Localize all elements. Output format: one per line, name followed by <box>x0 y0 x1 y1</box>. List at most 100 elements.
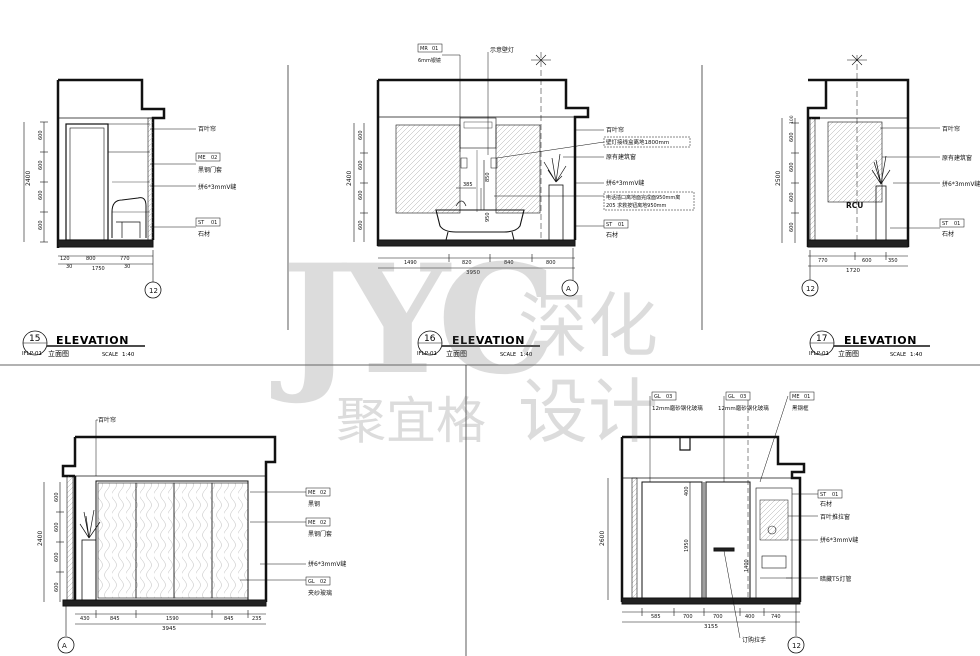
svg-text:850: 850 <box>485 172 491 182</box>
svg-text:820: 820 <box>462 260 472 266</box>
watermark-logo: JYC <box>271 232 549 408</box>
svg-text:585: 585 <box>651 614 661 620</box>
svg-text:ME: ME <box>308 520 315 526</box>
svg-text:235: 235 <box>252 616 262 622</box>
svg-text:1490: 1490 <box>404 260 417 266</box>
svg-text:600: 600 <box>54 492 60 502</box>
svg-text:IFLP-01: IFLP-01 <box>417 351 437 357</box>
svg-text:2600: 2600 <box>599 531 606 546</box>
svg-text:拼6*3mmV缝: 拼6*3mmV缝 <box>820 536 858 544</box>
svg-text:1400: 1400 <box>744 559 750 572</box>
svg-text:SCALE: SCALE <box>102 352 118 358</box>
svg-text:12mm磨砂钢化玻璃: 12mm磨砂钢化玻璃 <box>718 404 769 412</box>
svg-text:02: 02 <box>211 155 217 161</box>
svg-text:1:40: 1:40 <box>122 352 135 358</box>
svg-text:01: 01 <box>954 221 960 227</box>
elevation-16-text: MR 01 6mm银镜 示意壁灯 百叶帘 壁灯接线盒离地1800mm 原有建筑窗… <box>346 43 680 293</box>
svg-text:1720: 1720 <box>846 268 860 274</box>
svg-text:800: 800 <box>86 256 96 262</box>
svg-text:IFLP-01: IFLP-01 <box>809 351 829 357</box>
svg-text:ME: ME <box>792 394 799 400</box>
svg-text:02: 02 <box>320 520 326 526</box>
svg-text:950: 950 <box>485 212 491 222</box>
svg-text:黑钢门套: 黑钢门套 <box>308 530 332 538</box>
svg-text:600: 600 <box>54 582 60 592</box>
svg-text:01: 01 <box>832 492 838 498</box>
svg-text:600: 600 <box>789 222 795 232</box>
svg-text:石材: 石材 <box>820 500 832 508</box>
svg-text:600: 600 <box>54 552 60 562</box>
svg-text:17: 17 <box>816 334 827 344</box>
elevation-bottom-right-drawing <box>607 395 818 654</box>
elevation-17-drawing <box>781 54 940 297</box>
svg-text:A: A <box>62 642 67 650</box>
svg-text:845: 845 <box>224 616 234 622</box>
svg-text:845: 845 <box>110 616 120 622</box>
svg-text:黑钢框: 黑钢框 <box>792 404 809 412</box>
title-block-16: 16 IFLP-01 ELEVATION 立面图 SCALE 1:40 <box>417 330 540 358</box>
svg-text:01: 01 <box>618 222 624 228</box>
svg-text:400: 400 <box>745 614 755 620</box>
svg-text:600: 600 <box>38 220 44 230</box>
svg-text:01: 01 <box>211 220 217 226</box>
svg-text:205 求救按钮离地950mm: 205 求救按钮离地950mm <box>606 202 667 209</box>
svg-text:ME: ME <box>308 490 315 496</box>
svg-text:MR: MR <box>420 46 428 52</box>
svg-text:A: A <box>566 285 571 293</box>
svg-text:600: 600 <box>789 132 795 142</box>
svg-text:1950: 1950 <box>684 539 690 552</box>
svg-text:12: 12 <box>149 287 158 295</box>
svg-text:03: 03 <box>666 394 672 400</box>
svg-text:拼6*3mmV缝: 拼6*3mmV缝 <box>308 560 346 568</box>
svg-text:ST: ST <box>942 221 949 227</box>
elevation-15-drawing <box>23 78 196 299</box>
svg-text:600: 600 <box>789 162 795 172</box>
svg-text:01: 01 <box>432 46 438 52</box>
svg-text:2400: 2400 <box>25 171 32 186</box>
svg-text:3950: 3950 <box>466 270 480 276</box>
svg-text:SCALE: SCALE <box>500 352 516 358</box>
svg-text:GL: GL <box>308 579 315 585</box>
watermark-name-line2: 设计 <box>518 371 658 453</box>
svg-text:石材: 石材 <box>942 230 954 238</box>
svg-text:02: 02 <box>320 579 326 585</box>
svg-text:1590: 1590 <box>166 616 179 622</box>
svg-text:百叶帘: 百叶帘 <box>198 125 216 133</box>
elevation-bottom-right-text: GL 03 12mm磨砂钢化玻璃 GL 03 12mm磨砂钢化玻璃 ME 01 … <box>599 391 858 650</box>
svg-text:1:40: 1:40 <box>520 352 533 358</box>
title-block-17: 17 IFLP-01 ELEVATION 立面图 SCALE 1:40 <box>809 330 930 358</box>
title-block-15: 15 IFLP-01 ELEVATION 立面图 SCALE 1:40 <box>22 330 145 358</box>
svg-text:120: 120 <box>60 256 70 262</box>
svg-text:1:40: 1:40 <box>910 352 923 358</box>
svg-text:IFLP-01: IFLP-01 <box>22 351 42 357</box>
svg-text:600: 600 <box>358 190 364 200</box>
svg-text:电话插口离地面完成面950mm离: 电话插口离地面完成面950mm离 <box>606 194 680 201</box>
svg-text:百叶帘: 百叶帘 <box>606 126 624 134</box>
svg-text:15: 15 <box>29 334 40 344</box>
svg-text:800: 800 <box>546 260 556 266</box>
svg-text:百叶帘: 百叶帘 <box>98 416 116 424</box>
svg-text:原有建筑窗: 原有建筑窗 <box>606 153 636 161</box>
svg-text:夹纱玻璃: 夹纱玻璃 <box>308 589 332 597</box>
svg-text:SCALE: SCALE <box>890 352 906 358</box>
svg-text:拼6*3mmV缝: 拼6*3mmV缝 <box>198 183 236 191</box>
elevation-16-drawing <box>353 52 695 297</box>
svg-text:01: 01 <box>804 394 810 400</box>
svg-text:2500: 2500 <box>775 171 782 186</box>
svg-text:2400: 2400 <box>37 531 44 546</box>
svg-text:立面图: 立面图 <box>48 349 69 358</box>
svg-text:立面图: 立面图 <box>446 349 467 358</box>
svg-text:770: 770 <box>120 256 130 262</box>
svg-text:黑钢门套: 黑钢门套 <box>198 166 222 174</box>
svg-text:拼6*3mmV缝: 拼6*3mmV缝 <box>942 180 980 188</box>
svg-text:GL: GL <box>728 394 735 400</box>
svg-text:600: 600 <box>358 160 364 170</box>
svg-text:600: 600 <box>38 160 44 170</box>
svg-text:拼6*3mmV缝: 拼6*3mmV缝 <box>606 179 644 187</box>
svg-text:740: 740 <box>771 614 781 620</box>
sheet-grid-lines <box>0 65 980 656</box>
svg-text:百叶帘: 百叶帘 <box>942 125 960 133</box>
svg-text:400: 400 <box>684 486 690 496</box>
svg-text:03: 03 <box>740 394 746 400</box>
watermark-company: 聚宜格 <box>336 392 486 450</box>
